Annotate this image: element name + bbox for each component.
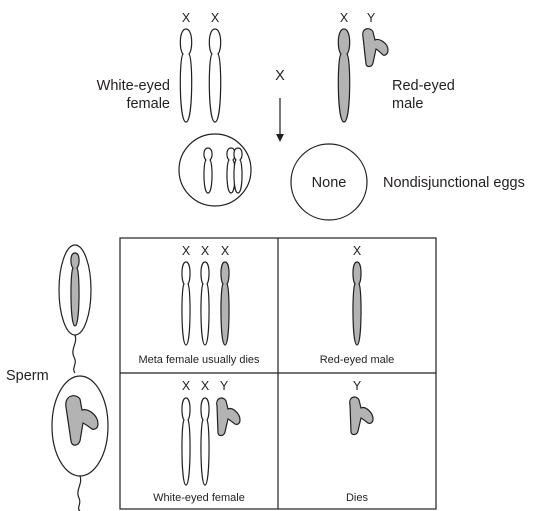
male-label-line1: Red-eyed: [392, 78, 455, 94]
punnett-grid: [119, 237, 437, 510]
egg-x-chromosome-3: [233, 147, 243, 194]
cell3-x-chromosome-1: [181, 397, 191, 486]
sperm-x-chromosome: [70, 252, 80, 327]
female-x-label-2: X: [211, 11, 220, 25]
sperm-y: [51, 375, 109, 511]
egg-with-two-x: [178, 133, 252, 207]
female-x-label-1: X: [182, 11, 191, 25]
egg-x-chromosome-1: [203, 147, 213, 194]
female-label-line2: female: [126, 96, 170, 112]
cell4-label-1: Y: [353, 379, 362, 393]
cell3-x-chromosome-2: [200, 397, 210, 486]
cell2-x-chromosome: [352, 261, 362, 346]
male-parent: X Y Red-eyed male: [337, 11, 455, 123]
male-x-chromosome: [337, 28, 351, 123]
male-y-label: Y: [367, 11, 376, 25]
female-x-chromosome-1: [179, 28, 193, 123]
cell1-label-3: X: [221, 244, 230, 258]
cell1-x-chromosome-2: [200, 261, 210, 346]
female-label-line1: White-eyed: [97, 78, 170, 94]
male-y-chromosome: [362, 28, 389, 68]
female-parent: X X White-eyed female: [97, 11, 222, 123]
cell3-caption: White-eyed female: [153, 492, 245, 504]
sperm-x: [58, 244, 92, 374]
cross-symbol: X: [275, 68, 285, 84]
cell-xxy: X X Y White-eyed female: [153, 379, 245, 504]
cell2-caption: Red-eyed male: [320, 354, 395, 366]
male-label-line2: male: [392, 96, 423, 112]
cell-x: X Red-eyed male: [320, 244, 395, 366]
sperm-y-tail: [77, 475, 82, 511]
sperm-label: Sperm: [6, 368, 49, 384]
cell-xxx: X X X Meta female usually dies: [138, 244, 260, 366]
cell4-y-chromosome: [349, 396, 374, 436]
female-x-chromosome-2: [208, 28, 222, 123]
cell1-label-1: X: [182, 244, 191, 258]
cell1-label-2: X: [201, 244, 210, 258]
eggs-caption: Nondisjunctional eggs: [383, 175, 525, 191]
cell2-label-1: X: [353, 244, 362, 258]
cell1-x-chromosome-1: [181, 261, 191, 346]
cell4-caption: Dies: [346, 492, 369, 504]
cell3-label-2: X: [201, 379, 210, 393]
cell1-x-chromosome-3: [220, 261, 230, 346]
cell-y: Y Dies: [346, 379, 374, 504]
sperm-x-tail: [72, 334, 77, 374]
male-x-label: X: [340, 11, 349, 25]
sperm-y-chromosome: [65, 395, 99, 446]
cell3-label-3: Y: [220, 379, 229, 393]
cell3-label-1: X: [182, 379, 191, 393]
egg-with-none: None: [290, 143, 368, 221]
cell3-y-chromosome: [216, 397, 241, 437]
egg-none-label: None: [312, 175, 347, 191]
cell1-caption: Meta female usually dies: [138, 354, 260, 366]
